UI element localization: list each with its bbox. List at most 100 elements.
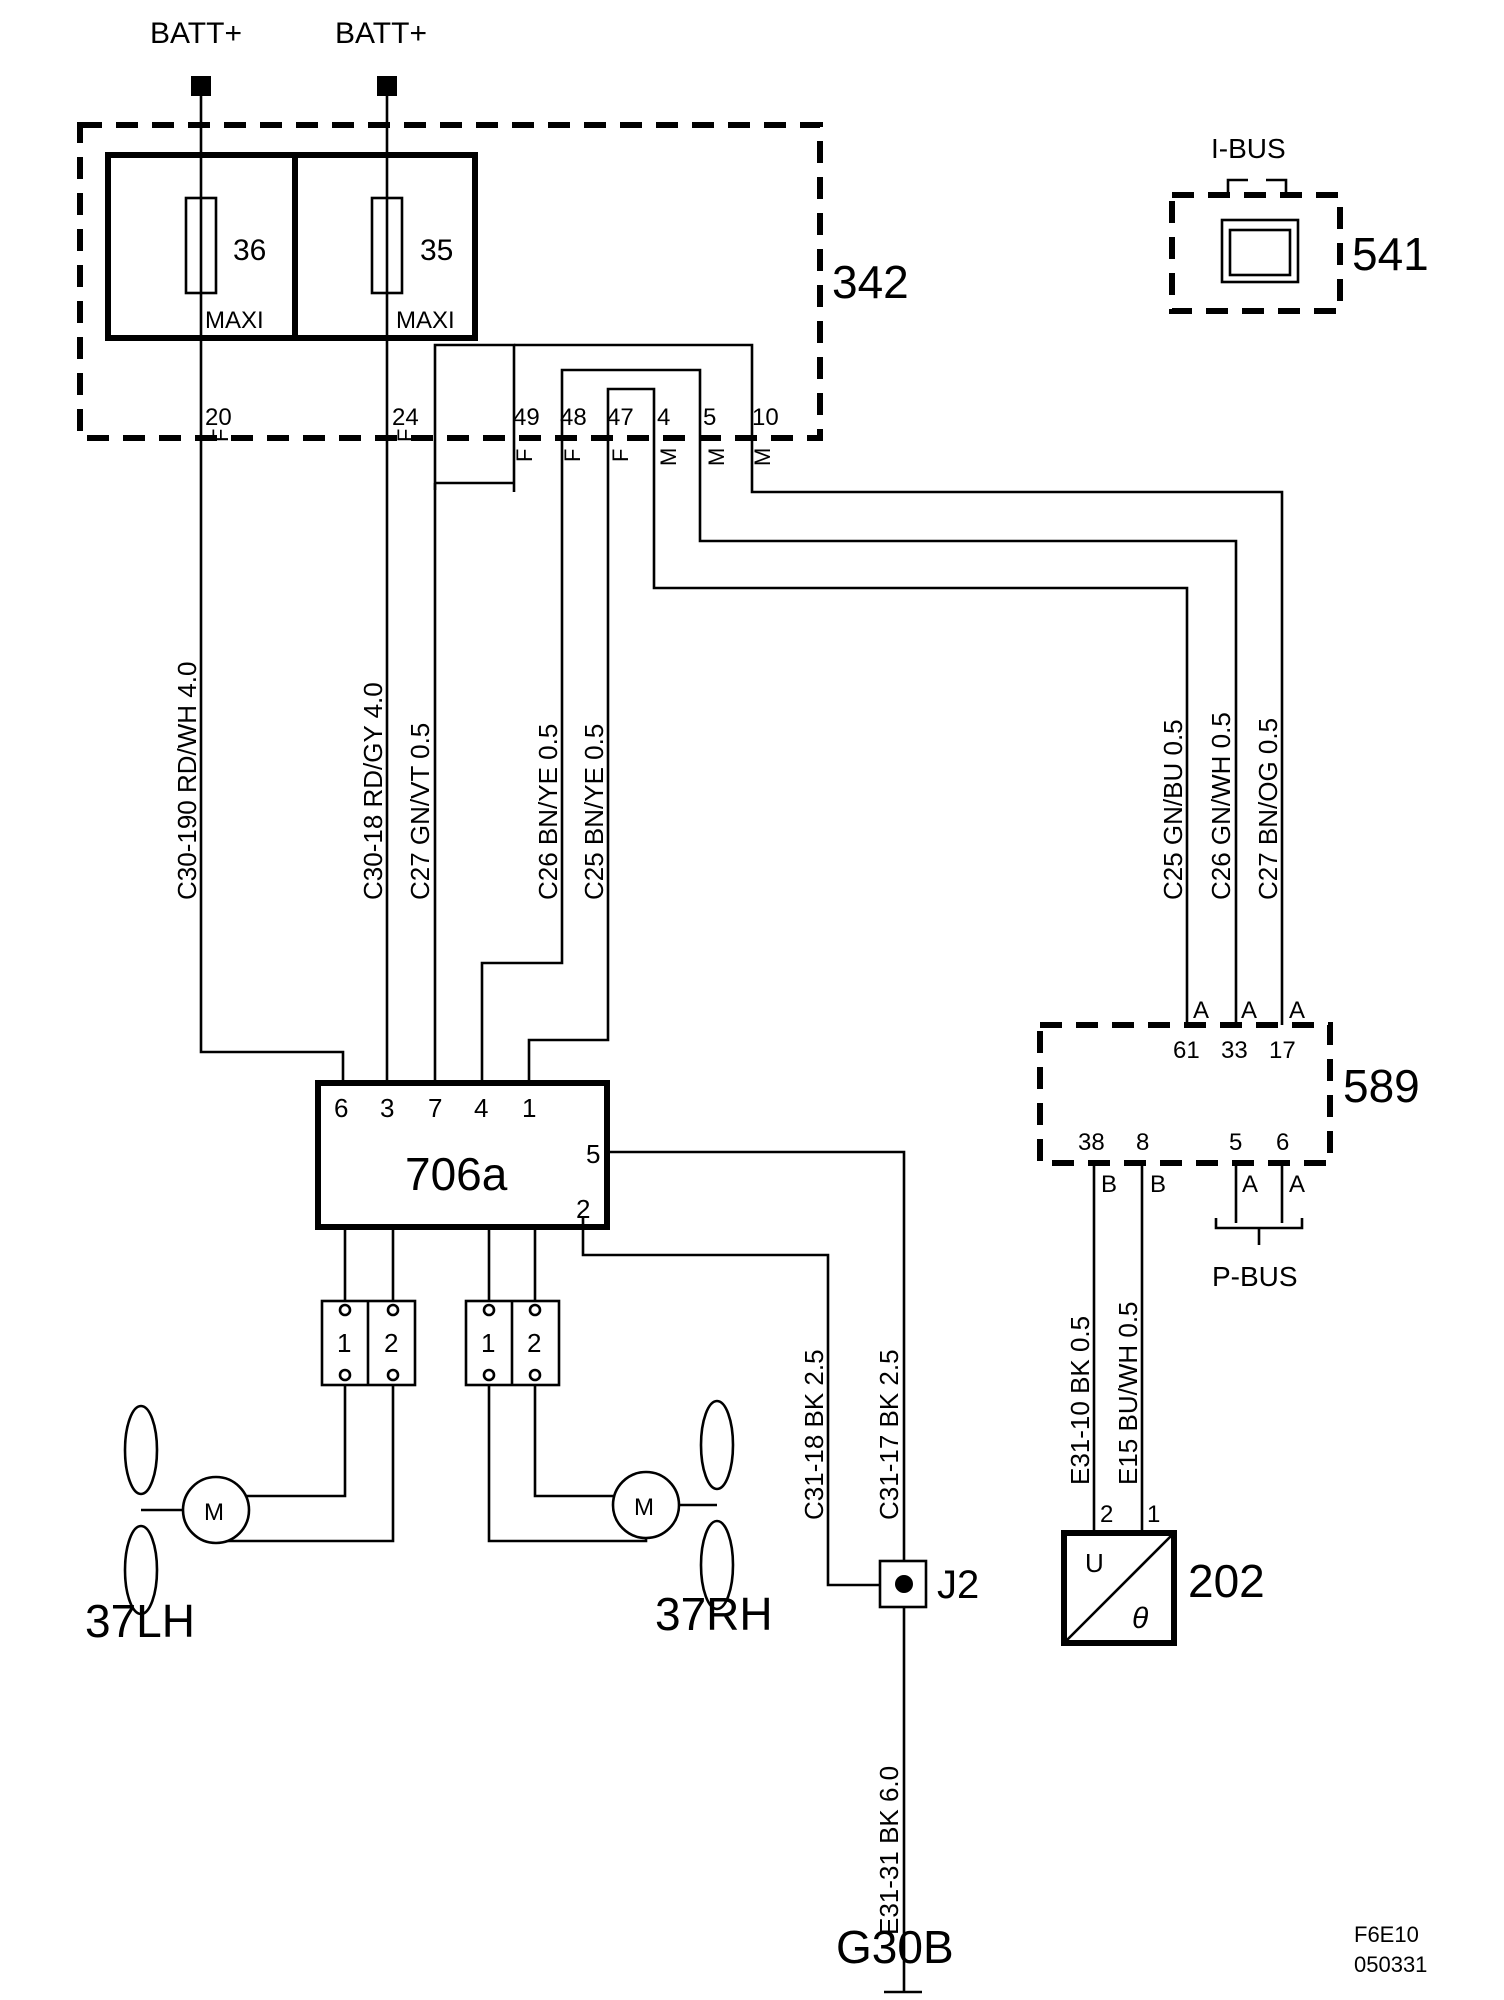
wire-c27-right [514, 343, 1284, 1025]
connector-rh: 1 2 [464, 1299, 561, 1387]
pin-589-6-code: A [1289, 1171, 1305, 1198]
wire-labels: C30-190 RD/WH 4.0 C30-18 RD/GY 4.0 C27 G… [172, 662, 1283, 1935]
pin-342-4: 4 [657, 404, 670, 431]
wire-label-c25-right: C25 GN/BU 0.5 [1158, 719, 1188, 900]
pin-342-20: 20 [205, 404, 232, 431]
connector-lh-pin2-top [386, 1303, 400, 1317]
fan-lh-blade-top-icon [123, 1404, 159, 1496]
component-202: U θ 2 1 202 [1061, 1501, 1265, 1646]
pin-589-5: 5 [1229, 1129, 1242, 1156]
wire-label-c27-right: C27 BN/OG 0.5 [1253, 718, 1283, 900]
pin-589-33-code: A [1241, 997, 1257, 1024]
wire-label-c27-left: C27 GN/VT 0.5 [405, 723, 435, 900]
ibus-stub-right [1266, 178, 1288, 195]
pin-589-8: 8 [1136, 1129, 1149, 1156]
pin-589-17-code: A [1289, 997, 1305, 1024]
pin-202-1: 1 [1147, 1501, 1160, 1528]
pin-342-24-code: F [393, 429, 418, 442]
connector-lh-pin2-label: 2 [384, 1328, 398, 1358]
ground-g30b: G30B [836, 1921, 954, 1994]
pin-589-38: 38 [1078, 1129, 1105, 1156]
ibus-stub-left [1226, 178, 1248, 195]
connector-rh-pin2-top [528, 1303, 542, 1317]
pin-589-61: 61 [1173, 1037, 1200, 1064]
splice-j2-label: J2 [937, 1563, 979, 1607]
wire-label-c31-17: C31-17 BK 2.5 [874, 1349, 904, 1520]
motor-lh-icon [181, 1475, 251, 1545]
connector-rh-pin2-label: 2 [527, 1328, 541, 1358]
batt-left-label: BATT+ [150, 17, 242, 50]
pin-342-10-code: M [750, 448, 775, 466]
splice-j2: J2 [878, 1559, 979, 1609]
pin-589-61-code: A [1193, 997, 1209, 1024]
splice-j2-dot [895, 1575, 913, 1593]
pin-589-38-code: B [1101, 1171, 1117, 1198]
component-202-outline [1061, 1530, 1177, 1646]
motor-lh-label: M [204, 1499, 224, 1526]
pin-342-49-code: F [512, 449, 537, 462]
pin-706a-1: 1 [522, 1093, 536, 1123]
wire-c26-left [480, 475, 564, 1083]
sensor-202-u-label: U [1085, 1548, 1104, 1578]
component-202-label: 202 [1188, 1555, 1265, 1607]
fuse-35-housing [292, 152, 478, 341]
wires [199, 96, 1284, 1992]
connector-lh: 1 2 [320, 1299, 417, 1387]
component-37rh: M 37RH [611, 1399, 773, 1640]
wire-lh-motor-1 [244, 1379, 347, 1498]
batt-right-terminal [377, 76, 397, 96]
footer: F6E10 050331 [1354, 1922, 1427, 1977]
pin-342-48-code: F [560, 449, 585, 462]
fuse-35-number: 35 [420, 234, 453, 267]
pin-342-20-code: F [208, 429, 233, 442]
wire-c31-17 [605, 1150, 906, 1992]
fan-lh-blade-bottom-icon [123, 1524, 159, 1616]
connector-rh-pin1-label: 1 [481, 1328, 495, 1358]
fuse-36-type: MAXI [205, 307, 264, 334]
component-706a: 706a 6 3 7 4 1 5 2 [315, 1080, 610, 1230]
wire-label-c26-right: C26 GN/WH 0.5 [1206, 712, 1236, 900]
connector-rh-pin1-bottom [482, 1368, 496, 1382]
pin-589-17: 17 [1269, 1037, 1296, 1064]
component-37lh: M 37LH [85, 1404, 251, 1647]
pin-706a-3: 3 [380, 1093, 394, 1123]
wire-c31-18 [581, 1217, 904, 1587]
wire-label-e31-10: E31-10 BK 0.5 [1065, 1316, 1095, 1485]
pin-706a-7: 7 [428, 1093, 442, 1123]
pins-342: 20 24 49 48 47 4 5 10 F F F F F M M M [205, 404, 779, 466]
wire-rh-motor-2 [533, 1379, 620, 1498]
pin-589-33: 33 [1221, 1037, 1248, 1064]
pin-342-49: 49 [513, 404, 540, 431]
component-706a-outline [315, 1080, 610, 1230]
batt-right-label: BATT+ [335, 17, 427, 50]
fan-rh-blade-top-icon [699, 1399, 735, 1491]
pin-342-4-code: M [656, 448, 681, 466]
wire-c27-left [433, 343, 516, 490]
component-342-label: 342 [832, 256, 909, 308]
battery-supplies: BATT+ BATT+ [150, 17, 427, 96]
fuse-36: 36 MAXI [184, 196, 266, 334]
pin-342-5: 5 [703, 404, 716, 431]
wire-label-c30-190: C30-190 RD/WH 4.0 [172, 662, 202, 900]
pin-706a-6: 6 [334, 1093, 348, 1123]
fuse-36-number: 36 [233, 234, 266, 267]
pin-706a-4: 4 [474, 1093, 488, 1123]
component-589-label: 589 [1343, 1060, 1420, 1112]
sensor-202-theta-label: θ [1132, 1602, 1149, 1635]
component-37rh-label: 37RH [655, 1588, 773, 1640]
component-541: I-BUS 541 [1169, 133, 1429, 314]
pin-706a-5: 5 [586, 1139, 600, 1169]
component-706a-label: 706a [405, 1148, 508, 1200]
wire-label-e31-31: E31-31 BK 6.0 [874, 1766, 904, 1935]
ground-g30b-label: G30B [836, 1921, 954, 1973]
connector-rh-pin2-bottom [528, 1368, 542, 1382]
pin-589-5-code: A [1242, 1171, 1258, 1198]
connector-rh-pin1-top [482, 1303, 496, 1317]
footer-code: F6E10 [1354, 1922, 1419, 1947]
fuse-35: 35 MAXI [370, 196, 455, 334]
footer-date: 050331 [1354, 1952, 1427, 1977]
wire-label-c31-18: C31-18 BK 2.5 [799, 1349, 829, 1520]
pin-589-6: 6 [1276, 1129, 1289, 1156]
component-589: 589 A A A 61 33 17 38 8 5 6 B B A A P-BU… [1037, 997, 1420, 1292]
